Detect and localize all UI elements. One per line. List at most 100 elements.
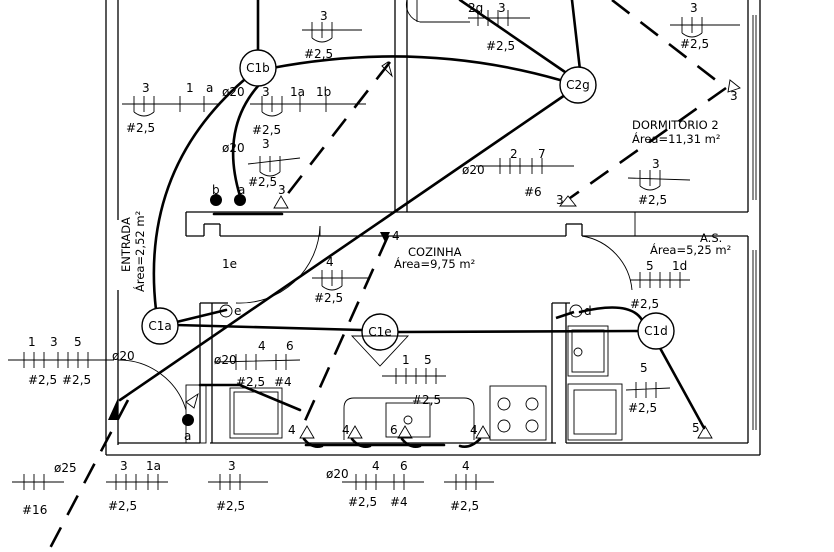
outlet-4b-icon xyxy=(347,425,363,439)
wire-gauge-label: #2,5 xyxy=(304,47,333,61)
outlet-label: 6 xyxy=(390,423,398,437)
light-point-c1a xyxy=(141,307,179,345)
wire-gauge-label: #2,5 xyxy=(28,373,57,387)
circuit-label: 3 xyxy=(498,1,506,15)
outlet-3-icon xyxy=(273,195,289,209)
wire-gauge-label: #4 xyxy=(274,375,292,389)
circuit-annotations: 3 2g 3 #2,5 #2,5 3 #2,5 3 3 1 a ø20 3 1a… xyxy=(22,1,738,517)
light-points: C1b C2g C1a C1e C1d xyxy=(141,49,675,367)
wire-gauge-label: #2,5 xyxy=(216,499,245,513)
light-point-c2g xyxy=(559,66,597,104)
wire-gauge-label: #2,5 xyxy=(628,401,657,415)
outlet-label: 5 xyxy=(692,421,700,435)
circuit-label: 1a xyxy=(146,459,161,473)
conduit-diameter-label: ø20 xyxy=(326,467,349,481)
conduit-diameter-label: ø20 xyxy=(112,349,135,363)
light-point-c1d xyxy=(637,312,675,350)
conduit-diameter-label: ø20 xyxy=(462,163,485,177)
wire-gauge-label: #4 xyxy=(390,495,408,509)
circuit-label: 3 xyxy=(690,1,698,15)
circuit-label: 1a xyxy=(290,85,305,99)
outlet-label: 4 xyxy=(470,423,478,437)
circuit-label: 5 xyxy=(640,361,648,375)
wire-gauge-label: #2,5 xyxy=(314,291,343,305)
wire-gauge-label: #2,5 xyxy=(126,121,155,135)
circuit-label: 4 xyxy=(392,229,400,243)
circuit-label: 5 xyxy=(646,259,654,273)
light-label-c1d: C1d xyxy=(644,324,668,338)
outlet-4a-icon xyxy=(299,425,315,439)
outlet-3-right-icon xyxy=(727,79,741,93)
light-label-c1e: C1e xyxy=(368,325,391,339)
walls xyxy=(105,0,761,456)
light-point-c1e xyxy=(361,313,399,351)
wire-ticks xyxy=(8,10,740,490)
outlet-label: 4 xyxy=(288,423,296,437)
switch-a-entrance-icon xyxy=(182,414,194,426)
circuit-label: 7 xyxy=(538,147,546,161)
switch-label: b xyxy=(212,183,220,197)
room-name-dormitorio2: DORMITÓRIO 2 xyxy=(632,117,719,132)
circuit-label: 1 xyxy=(28,335,36,349)
room-name-entrada: ENTRADA xyxy=(119,217,133,272)
outlet-4c-icon xyxy=(475,425,491,439)
kitchen-fixtures xyxy=(229,325,623,441)
outlet-3-top-icon xyxy=(381,61,393,78)
room-area-cozinha: Área=9,75 m² xyxy=(394,256,475,271)
outlet-3-dorm-icon xyxy=(559,195,577,207)
switch-b-icon xyxy=(210,194,222,206)
circuit-label: 3 xyxy=(228,459,236,473)
wire-gauge-label: #16 xyxy=(22,503,47,517)
circuit-label: a xyxy=(206,81,213,95)
wire-gauge-label: #2,5 xyxy=(680,37,709,51)
circuit-label: 1d xyxy=(672,259,687,273)
circuit-label: 3 xyxy=(320,9,328,23)
switch-e-icon xyxy=(219,304,233,318)
circuit-label: 4 xyxy=(372,459,380,473)
conduit-diameter-label: ø25 xyxy=(54,461,77,475)
room-area-as: Área=5,25 m² xyxy=(650,242,731,257)
circuit-label: 3 xyxy=(142,81,150,95)
switch-symbols xyxy=(108,61,741,439)
switch-label: a xyxy=(238,183,245,197)
switch-label: e xyxy=(234,304,241,318)
outlet-4-ceiling-icon xyxy=(380,232,390,242)
conduit-diameter-label: ø20 xyxy=(222,85,245,99)
light-label-c2g: C2g xyxy=(566,78,590,92)
circuit-label: 4 xyxy=(462,459,470,473)
conduit-diameter-label: ø20 xyxy=(214,353,237,367)
circuit-label: 4 xyxy=(326,255,334,269)
wire-gauge-label: #2,5 xyxy=(108,499,137,513)
conduit-diameter-label: ø20 xyxy=(222,141,245,155)
circuit-label: 3 xyxy=(652,157,660,171)
outlet-label: 4 xyxy=(342,423,350,437)
switch-d-icon xyxy=(569,304,583,318)
distribution-board-icon xyxy=(108,398,118,420)
wire-gauge-label: #2,5 xyxy=(630,297,659,311)
circuit-label: 1b xyxy=(316,85,331,99)
circuit-label: 3 xyxy=(262,85,270,99)
circuit-label: 2 xyxy=(510,147,518,161)
circuit-label: 5 xyxy=(74,335,82,349)
light-label-c1b: C1b xyxy=(246,61,270,75)
wire-gauge-label: #2,5 xyxy=(638,193,667,207)
circuit-label: 3 xyxy=(730,89,738,103)
wire-gauge-label: #6 xyxy=(524,185,542,199)
circuit-label: 3 xyxy=(278,183,286,197)
outlet-5-icon xyxy=(697,425,713,439)
wire-gauge-label: #2,5 xyxy=(248,175,277,189)
circuit-label: 3 xyxy=(556,193,564,207)
circuit-label: 6 xyxy=(400,459,408,473)
switch-runs-dashed xyxy=(46,0,727,552)
circuit-label: 3 xyxy=(120,459,128,473)
circuit-label: 1 xyxy=(402,353,410,367)
circuit-label: 3 xyxy=(50,335,58,349)
room-area-dormitorio2: Área=11,31 m² xyxy=(632,131,721,146)
wire-gauge-label: #2,5 xyxy=(450,499,479,513)
switch-label: d xyxy=(584,304,592,318)
circuit-label: 2g xyxy=(468,1,483,15)
wire-gauge-label: #2,5 xyxy=(412,393,441,407)
circuit-label: 4 xyxy=(258,339,266,353)
wire-gauge-label: #2,5 xyxy=(486,39,515,53)
